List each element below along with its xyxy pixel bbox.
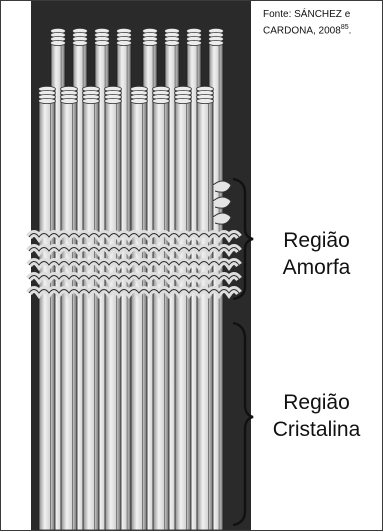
amorfa-brace (233, 179, 253, 299)
amorphous-coil-3 (213, 213, 231, 224)
cristalina-region-label: Região Cristalina (259, 379, 374, 459)
front-fiber-6 (153, 86, 170, 530)
source-period: . (349, 25, 352, 36)
front-fiber-8 (197, 86, 214, 530)
source-reference-number: 85 (341, 24, 349, 31)
cristalina-brace (233, 323, 253, 525)
front-fiber-3 (83, 86, 100, 530)
source-author-year: CARDONA, 2008 (263, 25, 341, 36)
cristalina-label-line-2: Cristalina (259, 416, 374, 443)
amorphous-coil-1 (213, 181, 231, 192)
left-panel-background (1, 1, 31, 530)
cristalina-label-line-1: Região (259, 389, 374, 416)
front-fiber-2 (61, 86, 78, 530)
amorfa-label-line-2: Amorfa (259, 254, 374, 281)
front-fiber-1 (39, 86, 56, 530)
source-line-1: Fonte: SÁNCHEZ e (263, 8, 377, 21)
amorphous-coil-2 (213, 197, 231, 208)
amorfa-region-label: Região Amorfa (259, 223, 374, 293)
source-citation: Fonte: SÁNCHEZ e CARDONA, 200885. (257, 5, 377, 45)
amorfa-label-line-1: Região (259, 227, 374, 254)
front-fiber-5 (131, 86, 148, 530)
front-fiber-4 (105, 86, 122, 530)
source-line-2: CARDONA, 200885. (263, 21, 377, 37)
front-fiber-7 (175, 86, 192, 530)
